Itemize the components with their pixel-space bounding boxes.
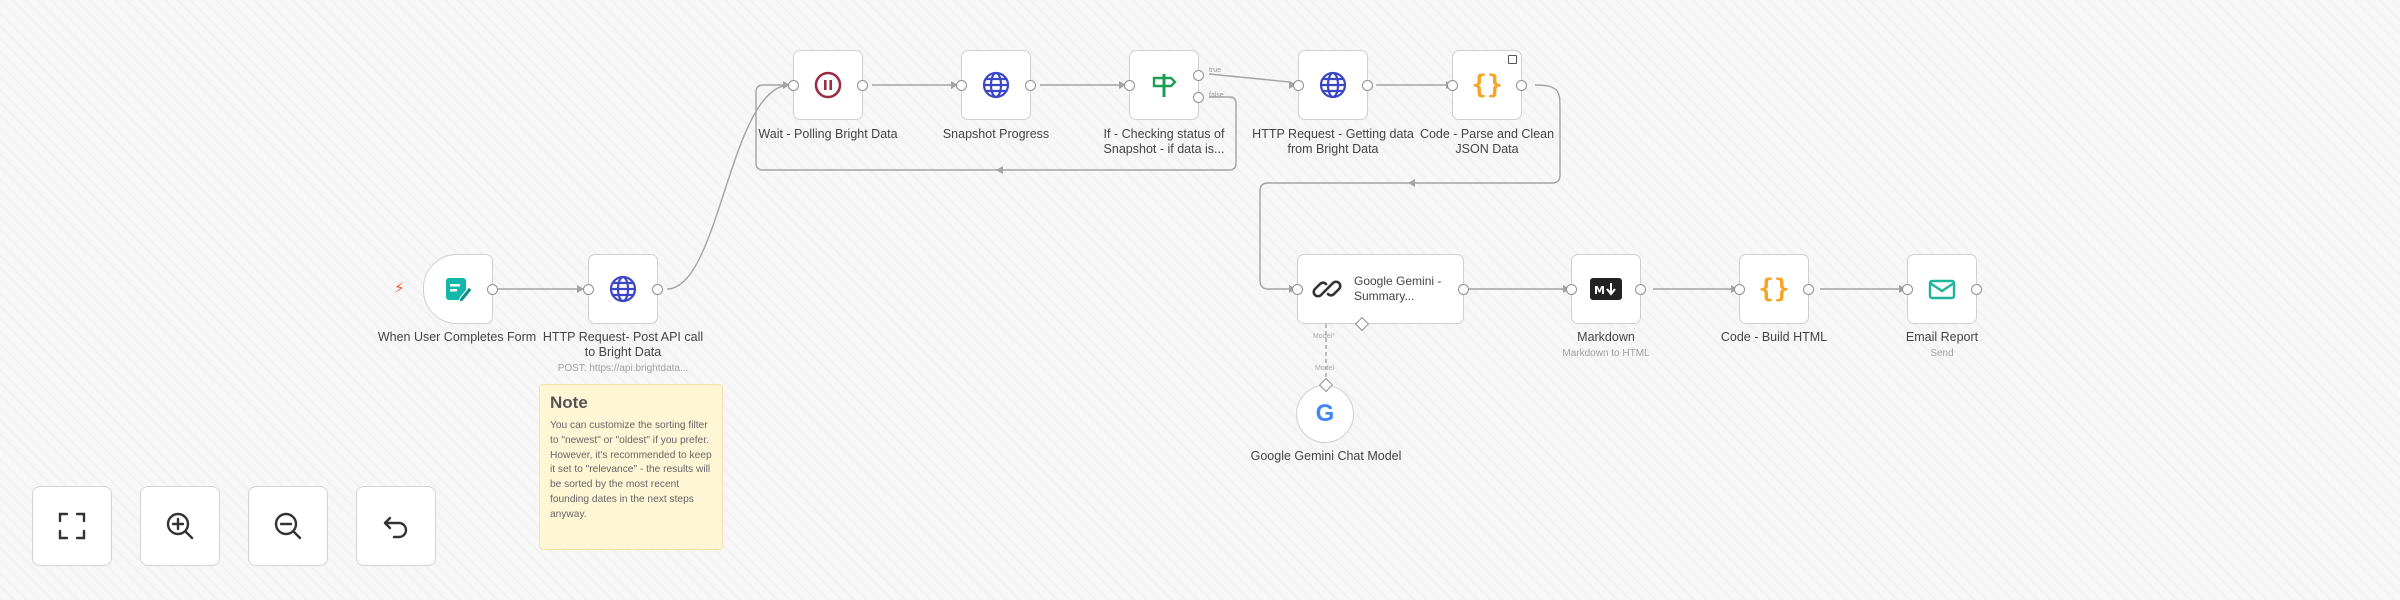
note-title: Note <box>550 393 588 412</box>
node-label: Email Report <box>1905 330 1979 344</box>
undo-icon <box>383 516 408 539</box>
google-icon: G <box>1315 400 1335 427</box>
input-port[interactable] <box>788 79 799 91</box>
note-body: You can customize the sorting filter to … <box>550 420 712 520</box>
output-port[interactable] <box>1516 79 1527 91</box>
globe-icon <box>608 274 638 304</box>
output-port[interactable] <box>652 283 663 295</box>
node-subtitle: Send <box>1930 348 1954 359</box>
input-port[interactable] <box>1566 283 1577 295</box>
output-port[interactable] <box>1971 283 1982 295</box>
node-snapshot-progress[interactable] <box>956 50 1036 120</box>
signpost-icon <box>1149 70 1179 100</box>
trigger-bolt-icon: ⚡︎ <box>394 280 405 297</box>
fit-view-icon <box>58 512 86 540</box>
node-email-report[interactable] <box>1902 254 1982 324</box>
braces-icon: {} <box>1758 274 1790 304</box>
node-http-request-get[interactable] <box>1293 50 1373 120</box>
edge-code-to-gemini <box>1259 84 1561 290</box>
input-port[interactable] <box>956 79 967 91</box>
output-port[interactable] <box>1025 79 1036 91</box>
edge-post-to-wait <box>666 84 791 290</box>
node-code-parse-json[interactable]: {} <box>1447 50 1527 120</box>
pause-icon <box>813 70 843 100</box>
globe-icon <box>981 70 1011 100</box>
mail-icon <box>1927 274 1957 304</box>
input-port[interactable] <box>1124 79 1135 91</box>
node-label: Code - Build HTML <box>1720 330 1828 344</box>
input-port[interactable] <box>1902 283 1913 295</box>
node-label: Google Gemini Chat Model <box>1250 449 1402 463</box>
zoom-out-icon <box>274 512 302 540</box>
node-label: If - Checking status of Snapshot - if da… <box>1103 127 1225 156</box>
markdown-icon: M <box>1590 278 1622 300</box>
node-http-request-post[interactable] <box>583 254 663 324</box>
zoom-in-button[interactable] <box>140 486 220 566</box>
output-port[interactable] <box>487 283 498 295</box>
sticky-note[interactable]: Note You can customize the sorting filte… <box>539 384 723 550</box>
globe-icon <box>1318 70 1348 100</box>
false-branch-label: false <box>1209 92 1224 99</box>
node-when-user-completes-form[interactable] <box>423 254 498 324</box>
input-port[interactable] <box>1734 283 1745 295</box>
node-markdown[interactable]: M <box>1566 254 1646 324</box>
edge-if-true-to-httpget <box>1208 73 1297 86</box>
false-output-port[interactable] <box>1193 91 1204 103</box>
zoom-in-icon <box>166 512 194 540</box>
input-port[interactable] <box>1293 79 1304 91</box>
node-label: When User Completes Form <box>377 330 537 344</box>
input-port[interactable] <box>1447 79 1458 91</box>
node-google-gemini-summary[interactable]: Google Gemini - Summary... <box>1292 254 1469 332</box>
node-label: HTTP Request - Getting data from Bright … <box>1252 127 1414 156</box>
output-port[interactable] <box>1635 283 1646 295</box>
node-google-gemini-chat-model[interactable]: G <box>1296 377 1354 443</box>
true-branch-label: true <box>1209 67 1222 74</box>
node-wait-polling[interactable] <box>788 50 868 120</box>
input-port[interactable] <box>583 283 594 295</box>
fit-view-button[interactable] <box>32 486 112 566</box>
zoom-out-button[interactable] <box>248 486 328 566</box>
node-subtitle: POST: https://api.brightdata... <box>557 363 689 374</box>
node-subtitle: Markdown to HTML <box>1562 348 1650 359</box>
node-title: Google Gemini - Summary... <box>1354 274 1442 303</box>
braces-icon: {} <box>1471 70 1503 100</box>
node-label: Wait - Polling Bright Data <box>758 127 898 141</box>
undo-button[interactable] <box>356 486 436 566</box>
expand-icon[interactable] <box>1508 55 1517 64</box>
node-label: HTTP Request- Post API call to Bright Da… <box>542 330 704 359</box>
output-port[interactable] <box>1362 79 1373 91</box>
output-port[interactable] <box>1458 283 1469 295</box>
node-label: Code - Parse and Clean JSON Data <box>1419 127 1555 156</box>
input-port[interactable] <box>1292 283 1303 295</box>
output-port[interactable] <box>1803 283 1814 295</box>
node-if-check-status[interactable] <box>1124 50 1204 120</box>
output-port[interactable] <box>857 79 868 91</box>
svg-text:M: M <box>1594 284 1605 297</box>
true-output-port[interactable] <box>1193 69 1204 81</box>
link-icon <box>1312 274 1342 304</box>
model-input-label: Model <box>1315 365 1335 372</box>
model-output-label: Model* <box>1313 333 1335 340</box>
node-label: Snapshot Progress <box>942 127 1050 141</box>
node-code-build-html[interactable]: {} <box>1734 254 1814 324</box>
node-label: Markdown <box>1577 330 1635 344</box>
form-icon <box>443 274 473 304</box>
